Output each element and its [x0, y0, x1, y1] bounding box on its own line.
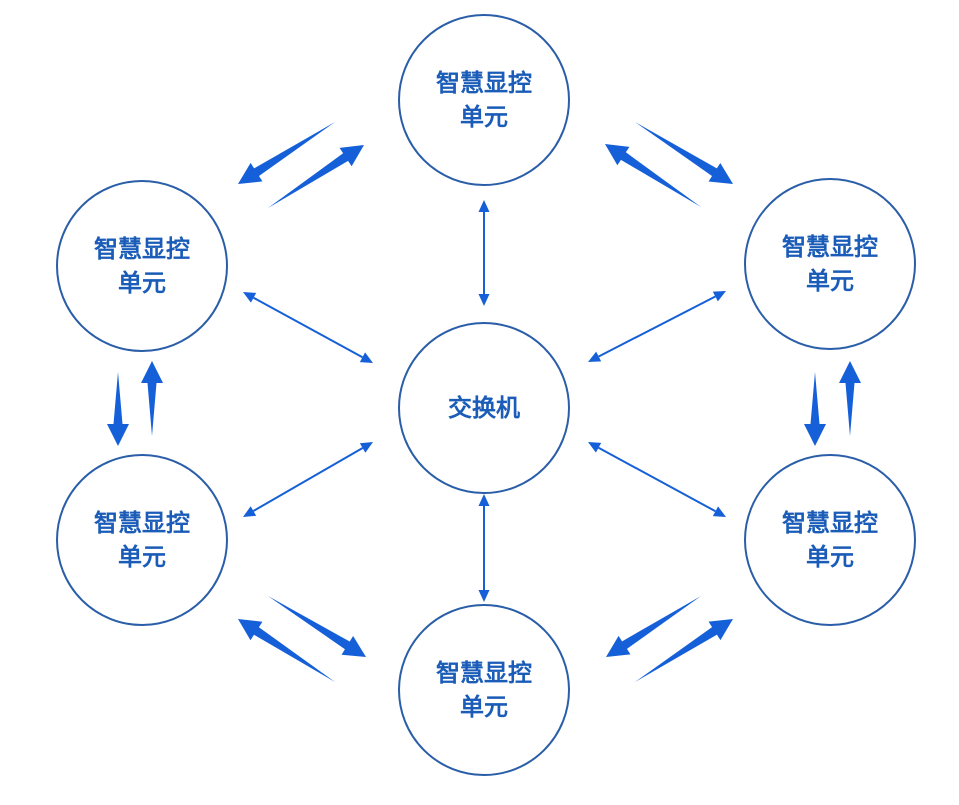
unit-label: 智慧显控 — [782, 233, 878, 261]
bidirectional-link-line — [598, 295, 716, 358]
data-flow-arrow — [238, 619, 335, 682]
unit-label: 单元 — [806, 267, 854, 295]
data-flow-arrow — [107, 372, 129, 446]
display-control-unit-upper-right[interactable]: 智慧显控 单元 — [744, 178, 916, 350]
unit-label: 单元 — [460, 103, 508, 131]
display-control-unit-upper-left[interactable]: 智慧显控 单元 — [56, 180, 228, 352]
unit-label: 单元 — [460, 693, 508, 721]
display-control-unit-top[interactable]: 智慧显控 单元 — [398, 14, 570, 186]
unit-label: 智慧显控 — [94, 235, 190, 263]
arrowhead — [243, 292, 257, 303]
arrowhead — [588, 442, 602, 453]
arrowhead — [359, 352, 373, 363]
arrowhead — [478, 494, 490, 506]
bidirectional-link-line — [598, 446, 716, 513]
unit-label: 智慧显控 — [94, 509, 190, 537]
bidirectional-link-line — [252, 447, 364, 512]
arrowhead — [478, 200, 490, 212]
arrowhead — [478, 294, 490, 306]
display-control-unit-lower-right[interactable]: 智慧显控 单元 — [744, 454, 916, 626]
data-flow-arrow — [606, 596, 701, 657]
unit-label: 单元 — [118, 269, 166, 297]
arrowhead — [588, 351, 602, 362]
bidirectional-link-line — [253, 296, 363, 359]
arrowhead — [478, 590, 490, 602]
data-flow-arrow — [804, 372, 826, 446]
data-flow-arrow — [268, 145, 364, 208]
arrowhead — [712, 506, 726, 517]
unit-label: 单元 — [806, 543, 854, 571]
data-flow-arrow — [268, 596, 366, 657]
display-control-unit-lower-left[interactable]: 智慧显控 单元 — [56, 454, 228, 626]
unit-label: 单元 — [118, 543, 166, 571]
switch-node[interactable]: 交换机 — [398, 322, 570, 494]
display-control-unit-bottom[interactable]: 智慧显控 单元 — [398, 604, 570, 776]
data-flow-arrow — [238, 122, 335, 184]
data-flow-arrow — [605, 144, 701, 207]
unit-label: 智慧显控 — [782, 509, 878, 537]
arrowhead — [359, 442, 373, 453]
unit-label: 智慧显控 — [436, 659, 532, 687]
unit-label: 智慧显控 — [436, 69, 532, 97]
data-flow-arrow — [635, 619, 733, 682]
arrowhead — [712, 291, 726, 302]
data-flow-arrow — [141, 361, 163, 436]
arrowhead — [243, 506, 257, 517]
data-flow-arrow — [839, 361, 861, 436]
switch-label: 交换机 — [448, 394, 520, 422]
data-flow-arrow — [635, 122, 733, 184]
